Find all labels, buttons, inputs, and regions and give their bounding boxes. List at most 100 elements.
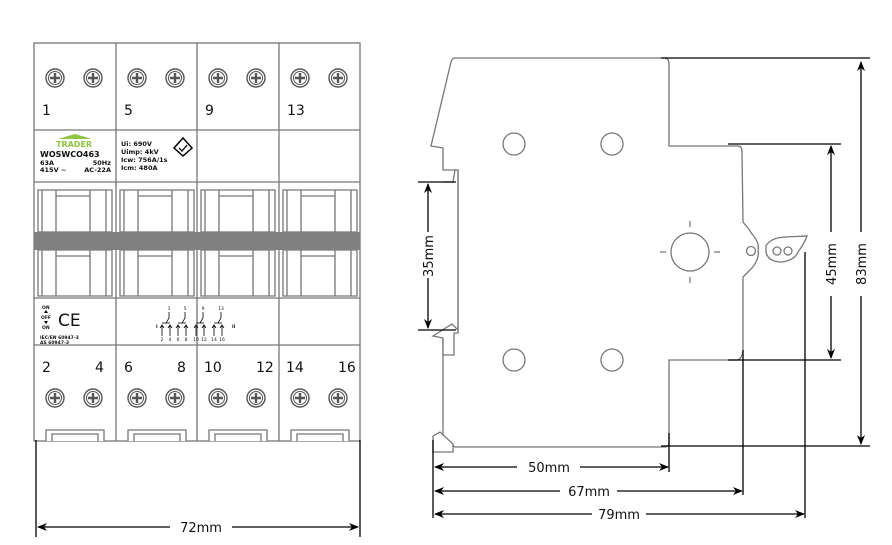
schematic-contact	[219, 324, 225, 336]
handle-bar	[34, 232, 360, 250]
din-clip	[290, 429, 350, 441]
terminal-screw-icon	[245, 67, 267, 89]
schematic-terminal-number: 12	[201, 337, 207, 343]
width-dimension-label: 72mm	[180, 521, 222, 536]
schematic-terminal-number: 10	[193, 337, 199, 343]
schematic-contact	[159, 324, 165, 336]
terminal-13: 13	[287, 103, 305, 119]
handle-pivot	[670, 232, 710, 272]
terminal-screw-icon	[164, 67, 186, 89]
terminal-screw-icon	[207, 387, 229, 409]
terminal-6: 6	[124, 360, 133, 376]
rivet-hole	[502, 132, 526, 156]
rcm-mark-icon	[172, 136, 194, 158]
depth-67-label: 67mm	[568, 485, 610, 500]
terminal-10: 10	[204, 360, 222, 376]
schematic-terminal-number: 5	[184, 306, 187, 312]
schematic-switch	[178, 312, 186, 324]
side-view: 83mm 45mm 35mm 50mm 67mm 79mm	[418, 57, 870, 523]
frequency: 50Hz	[93, 159, 111, 167]
rating-icw: Icw: 756A/1s	[121, 156, 168, 164]
schematic-contact	[193, 324, 199, 336]
terminal-screw-icon	[126, 67, 148, 89]
terminal-2: 2	[42, 360, 51, 376]
front-height-label: 45mm	[825, 243, 840, 285]
terminal-screw-icon	[44, 67, 66, 89]
switch-window	[37, 249, 113, 297]
rated-current: 63A	[40, 159, 54, 167]
terminal-12: 12	[256, 360, 274, 376]
switch-window	[200, 189, 276, 233]
standard-as: AS 60947-3	[40, 340, 69, 346]
rivet-hole	[600, 348, 624, 372]
terminal-screw-icon	[289, 67, 311, 89]
front-view: 1 5 9 13 2 4 6 8 10 12 14 16 TRADER WOSW…	[34, 42, 360, 537]
terminal-screw-icon	[82, 67, 104, 89]
din-clips	[45, 429, 350, 441]
utilization-category: AC-22A	[84, 166, 111, 174]
schematic-terminal-number: 9	[202, 306, 205, 312]
terminal-screw-icon	[289, 387, 311, 409]
din-clip	[45, 429, 105, 441]
pivot-pin	[745, 245, 757, 257]
position-off: OFF	[41, 315, 51, 321]
rating-uimp: Uimp: 4kV	[121, 148, 159, 156]
brand-roof-logo	[58, 134, 92, 139]
terminal-screw-icon	[245, 387, 267, 409]
model-number: WOSWCO463	[40, 150, 100, 159]
rating-icm: Icm: 480A	[121, 164, 158, 172]
din-rail-label: 35mm	[422, 235, 437, 277]
schematic-switch	[214, 312, 222, 324]
brand-name: TRADER	[56, 140, 92, 149]
standard-iec: IEC/EN 60947-3	[40, 335, 79, 341]
terminal-screw-icon	[327, 387, 349, 409]
terminal-9: 9	[205, 103, 214, 119]
terminal-screw-icon	[126, 387, 148, 409]
schematic-contact	[167, 324, 173, 336]
position-on-top: ON	[42, 305, 50, 311]
total-height-label: 83mm	[855, 243, 870, 285]
terminal-1: 1	[42, 103, 51, 119]
schematic-contact	[175, 324, 181, 336]
schematic-position-i: I	[156, 324, 158, 330]
rivet-hole	[502, 348, 526, 372]
position-on-bottom: ON	[42, 325, 50, 331]
position-arrows-icon	[44, 310, 48, 324]
terminal-screw-icon	[327, 67, 349, 89]
terminal-16: 16	[338, 360, 356, 376]
schematic-terminal-number: 13	[218, 306, 224, 312]
schematic-terminal-number: 4	[169, 337, 172, 343]
terminal-screw-icon	[82, 387, 104, 409]
schematic-contact	[211, 324, 217, 336]
schematic-terminal-number: 6	[177, 337, 180, 343]
schematic-switch	[162, 312, 170, 324]
rated-voltage: 415V ~	[40, 166, 66, 174]
ce-mark: CE	[58, 311, 81, 331]
schematic-terminal-number: 14	[211, 337, 217, 343]
terminal-5: 5	[124, 103, 133, 119]
depth-79-label: 79mm	[598, 508, 640, 523]
schematic-switch	[196, 312, 204, 324]
terminal-screw-icon	[44, 387, 66, 409]
schematic-terminal-number: 1	[168, 306, 171, 312]
terminal-8: 8	[177, 360, 186, 376]
terminal-4: 4	[95, 360, 104, 376]
rating-ui: Ui: 690V	[121, 140, 152, 148]
din-clip	[208, 429, 268, 441]
switch-window	[282, 249, 358, 297]
schematic-contact	[201, 324, 207, 336]
schematic-terminal-number: 8	[185, 337, 188, 343]
switch-window	[119, 189, 195, 233]
din-clip	[127, 429, 187, 441]
depth-50-label: 50mm	[528, 461, 570, 476]
schematic-terminal-number: 16	[219, 337, 225, 343]
terminal-screw-icon	[164, 387, 186, 409]
switch-window	[119, 249, 195, 297]
switch-window	[200, 249, 276, 297]
switch-handles	[37, 189, 358, 297]
schematic-position-ii: II	[232, 324, 236, 330]
terminal-14: 14	[286, 360, 304, 376]
